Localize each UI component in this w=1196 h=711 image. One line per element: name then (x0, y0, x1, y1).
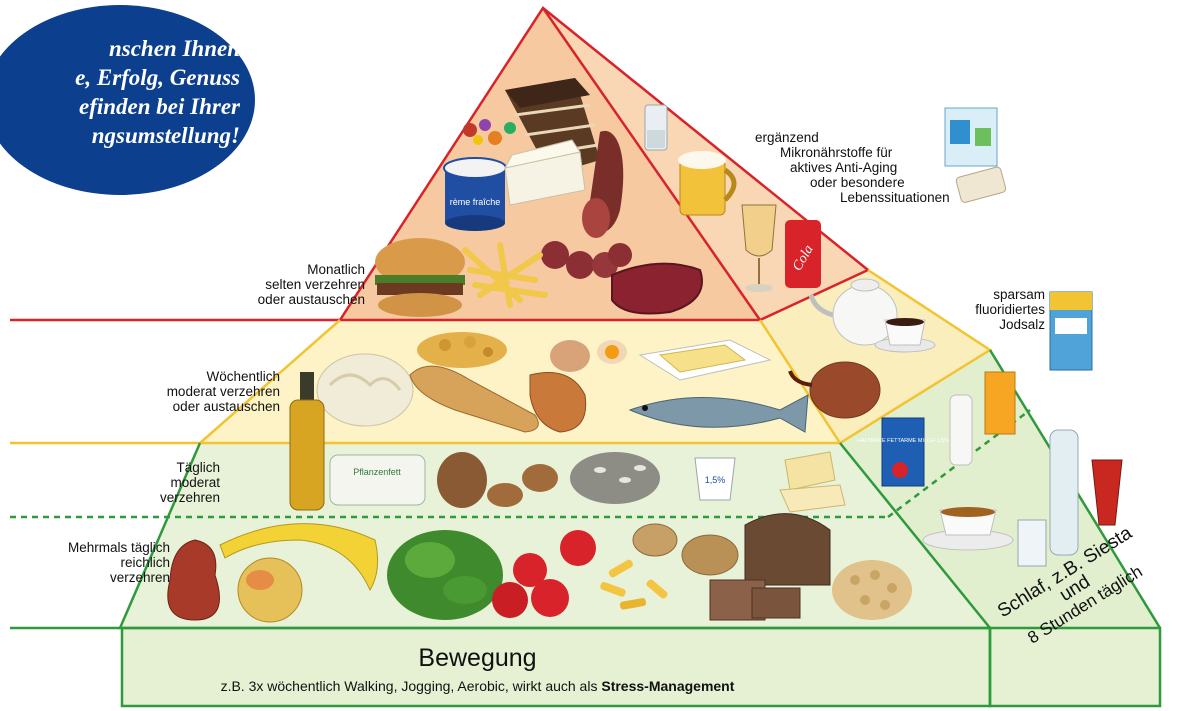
salt-line-1: sparsam (930, 287, 1045, 302)
chickpeas-illustration (832, 560, 912, 620)
lettuce-illustration (387, 530, 503, 620)
creme-fraiche-label: rème fraîche (450, 197, 501, 207)
motto-line-3: efinden bei Ihrer (0, 92, 240, 121)
supplements-line-2: Mikronährstoffe für (755, 145, 970, 160)
supplements-label: ergänzend Mikronährstoffe für aktives An… (755, 130, 970, 205)
motto-line-1: nschen Ihnen (0, 34, 240, 63)
cornflakes-illustration (417, 332, 507, 368)
yoghurt-label: 1,5% (705, 475, 726, 485)
tier-label-weekly-1: Wöchentlich (100, 369, 280, 384)
tier-label-daily-3: verzehren (100, 490, 220, 505)
tier-label-daily-1: Täglich (100, 460, 220, 475)
margarine-label: Pflanzenfett (353, 467, 401, 477)
cola-can-illustration: Cola (785, 220, 821, 288)
salt-line-3: Jodsalz (930, 317, 1045, 332)
tier-label-weekly: Wöchentlich moderat verzehren oder austa… (100, 369, 280, 414)
tier-label-daily-2: moderat (100, 475, 220, 490)
tier-label-multi-3: verzehren (20, 570, 170, 585)
margarine-tub-illustration: Pflanzenfett (330, 455, 425, 505)
tomato-juice-illustration (1092, 460, 1122, 525)
water-glass-illustration (1018, 520, 1046, 566)
base-subtitle-bold: Stress-Management (601, 678, 734, 694)
motto-line-2: e, Erfolg, Genuss (0, 63, 240, 92)
base-subtitle: z.B. 3x wöchentlich Walking, Jogging, Ae… (120, 678, 835, 694)
supplements-line-3: aktives Anti-Aging (755, 160, 970, 175)
apple-illustration (238, 558, 302, 622)
milk-bottle-illustration (950, 395, 972, 465)
tier-label-multi-1: Mehrmals täglich (20, 540, 170, 555)
tier-label-monthly: Monatlich selten verzehren oder austausc… (190, 262, 365, 307)
juice-glass-illustration (985, 372, 1015, 434)
supplements-line-1: ergänzend (755, 130, 970, 145)
milk-label: HALTBARE FETTARME MILCH 1,5% (857, 438, 949, 444)
tier-label-daily: Täglich moderat verzehren (100, 460, 220, 505)
shot-glass-illustration (645, 105, 667, 150)
burger-illustration (375, 238, 465, 317)
tier-label-monthly-2: selten verzehren (190, 277, 365, 292)
motto-text: nschen Ihnen e, Erfolg, Genuss efinden b… (0, 34, 240, 150)
tier-label-multi-2: reichlich (20, 555, 170, 570)
motto-line-4: ngsumstellung! (0, 121, 240, 150)
tier-label-weekly-2: moderat verzehren (100, 384, 280, 399)
tier-label-monthly-1: Monatlich (190, 262, 365, 277)
base-subtitle-text: z.B. 3x wöchentlich Walking, Jogging, Ae… (221, 678, 602, 694)
supplements-line-4: oder besondere (755, 175, 970, 190)
salt-box-illustration (1050, 292, 1092, 370)
water-bottle-illustration (1050, 430, 1078, 555)
salt-line-2: fluoridiertes (930, 302, 1045, 317)
tier-label-multi: Mehrmals täglich reichlich verzehren (20, 540, 170, 585)
mashed-potatoes-illustration (317, 354, 413, 426)
tier-label-weekly-3: oder austauschen (100, 399, 280, 414)
supplements-line-5: Lebenssituationen (755, 190, 970, 205)
yoghurt-illustration: 1,5% (695, 458, 735, 500)
creme-fraiche-illustration: rème fraîche (444, 158, 506, 231)
tier-label-monthly-3: oder austauschen (190, 292, 365, 307)
sunflower-seeds-illustration (570, 452, 660, 504)
base-title: Bewegung (120, 644, 835, 673)
salt-label: sparsam fluoridiertes Jodsalz (930, 287, 1045, 332)
